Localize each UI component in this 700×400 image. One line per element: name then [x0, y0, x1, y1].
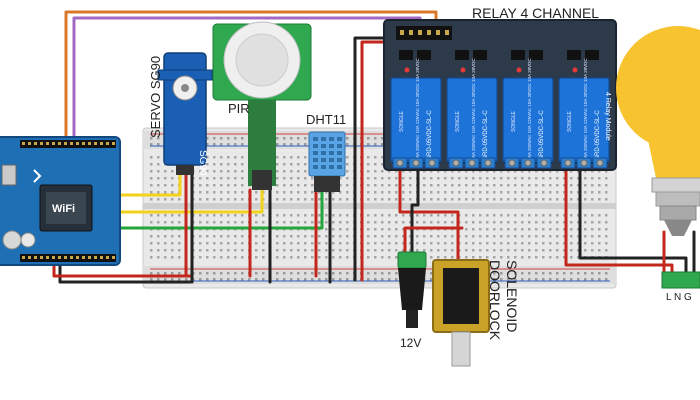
dc-power-jack — [397, 251, 427, 328]
solenoid-label-line2: DOORLOCK — [487, 260, 503, 341]
wire-black-board — [58, 260, 192, 284]
relay-part-label: SRD-05VDC-SL-C — [427, 110, 433, 160]
relay-brand-label: SONGLE — [399, 110, 405, 132]
bulb-terminal-block — [661, 271, 700, 289]
dht-label: DHT11 — [306, 112, 346, 127]
dht11-sensor — [308, 131, 346, 192]
relay-brand-label: SONGLE — [567, 110, 573, 132]
wire-red-board — [52, 260, 192, 278]
servo-label: SERVO SG90 — [148, 56, 163, 138]
wire-yellow-servo — [106, 168, 182, 197]
servo-chip-label: SG90 — [197, 150, 208, 176]
light-bulb — [616, 26, 700, 236]
pir-label: PIR — [228, 101, 250, 116]
wire-dc-red — [403, 226, 464, 260]
servo-sg90: SG90 — [157, 52, 213, 176]
voltage-label: 12V — [400, 336, 421, 350]
solenoid-label-line1: SOLENOID — [504, 260, 520, 332]
board-label: WiFi — [52, 203, 75, 215]
wire-yellow-pir — [93, 183, 264, 214]
wire-relay-solenoid-black — [410, 163, 420, 260]
relay-spec-label: 10A 250VAC 10A 125VAC 10A 30VDC 10A 28VD… — [415, 58, 420, 160]
pir-sensor — [212, 21, 312, 190]
relay-spec-label: 10A 250VAC 10A 125VAC 10A 30VDC 10A 28VD… — [471, 58, 476, 160]
solenoid-doorlock — [432, 259, 490, 367]
board-header-pins — [20, 140, 116, 262]
bulb-terminal-label: L N G — [666, 292, 692, 303]
wire-relay-bulb-black — [578, 163, 688, 277]
relay-part-label: SRD-05VDC-SL-C — [595, 110, 601, 160]
wire-green-dht — [98, 190, 324, 230]
wire-relay-bulb-red — [564, 163, 674, 277]
wifi-board: WiFi — [0, 136, 121, 266]
relay-part-label: SRD-05VDC-SL-C — [483, 110, 489, 160]
relay-brand-label: SONGLE — [455, 110, 461, 132]
relay-title: RELAY 4 CHANNEL — [472, 5, 599, 21]
relay-spec-label: 10A 250VAC 10A 125VAC 10A 30VDC 10A 28VD… — [527, 58, 532, 160]
relay-spec-label: 10A 250VAC 10A 125VAC 10A 30VDC 10A 28VD… — [583, 58, 588, 160]
relay-part-label: SRD-05VDC-SL-C — [539, 110, 545, 160]
wire-relay-solenoid-red — [398, 163, 460, 267]
relay-module-label: 4 Relay Module — [604, 92, 611, 141]
relay-brand-label: SONGLE — [511, 110, 517, 132]
relay-4-channel-module: SRD-05VDC-SL-C 10A 250VAC 10A 125VAC 10A … — [383, 19, 617, 171]
